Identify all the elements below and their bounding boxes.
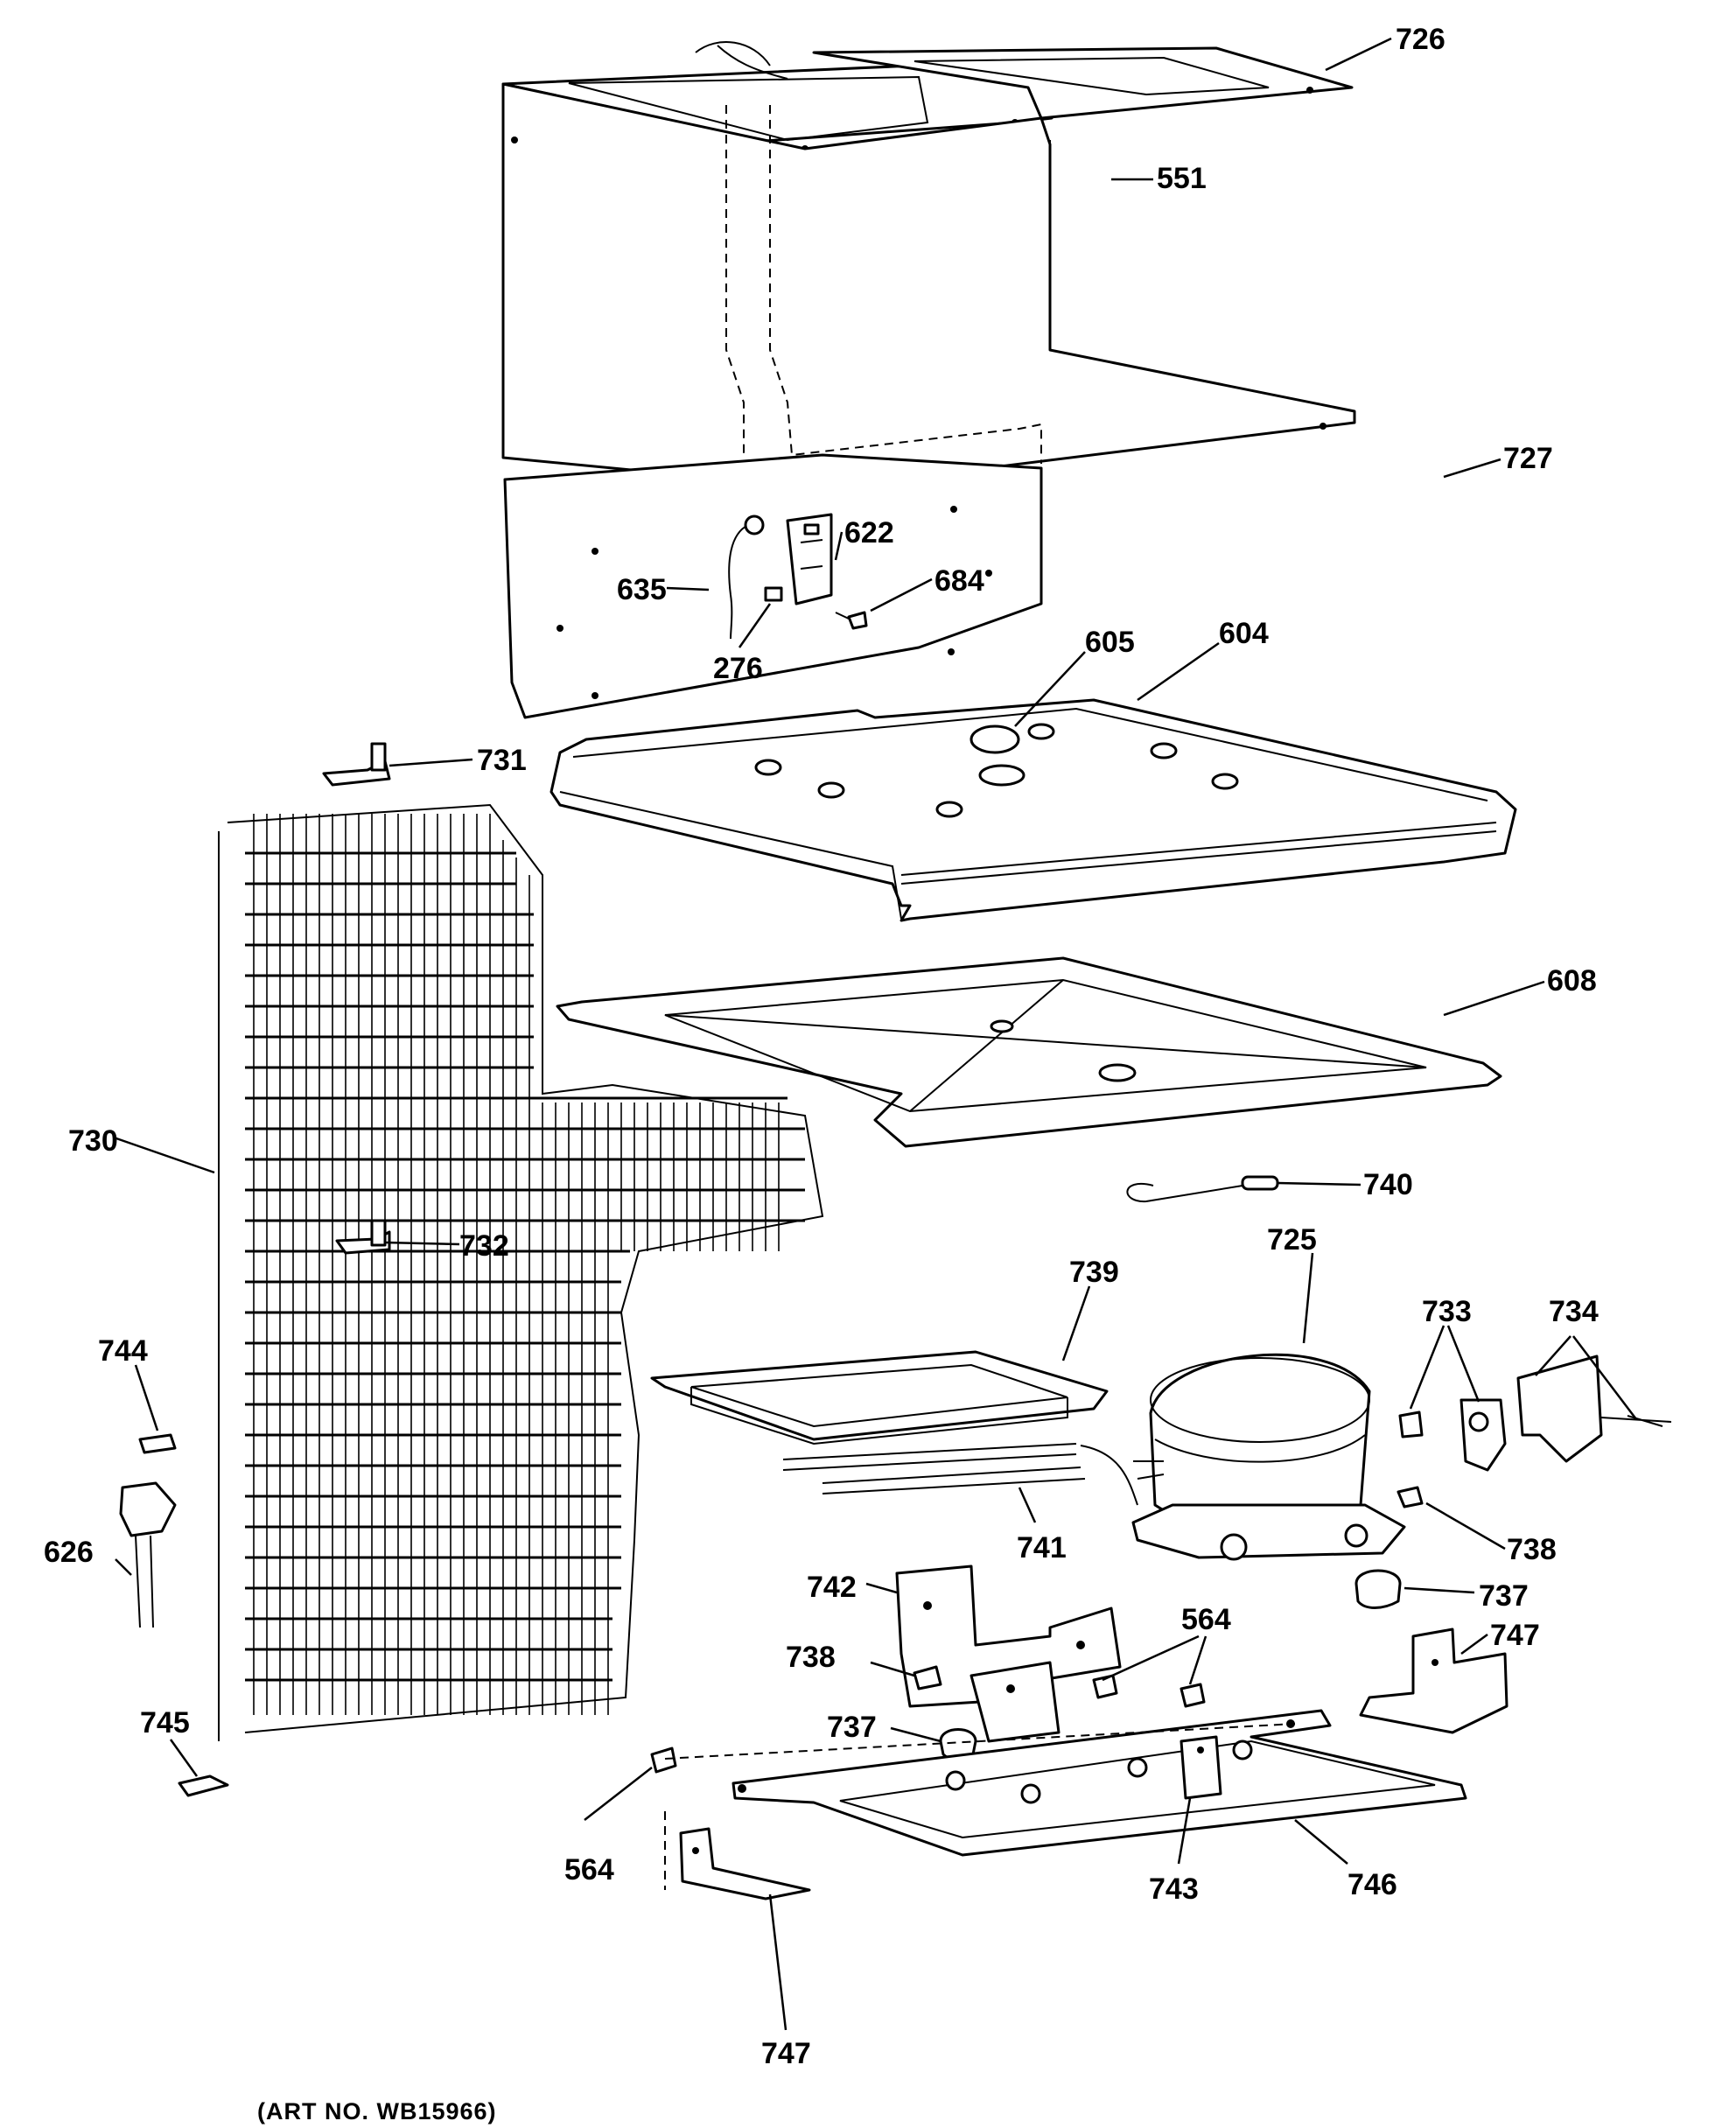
callout-608: 608 (1547, 964, 1597, 998)
part-635-sensor-cord (728, 514, 765, 640)
callout-564-lower: 564 (564, 1853, 614, 1886)
callout-738-upper: 738 (1507, 1533, 1557, 1566)
callout-684: 684 (934, 564, 984, 598)
callout-734: 734 (1549, 1295, 1599, 1328)
part-276-clip (764, 586, 783, 602)
part-733-relay (1398, 1398, 1507, 1472)
part-604-evaporator-shelf (550, 698, 1517, 922)
callout-737-lower: 737 (827, 1711, 877, 1744)
callout-747-lower: 747 (761, 2037, 811, 2070)
callout-276: 276 (713, 652, 763, 685)
callout-727: 727 (1503, 442, 1553, 475)
part-738-clip-lower (913, 1665, 942, 1690)
callout-731: 731 (477, 744, 527, 777)
back-panel (503, 453, 1043, 719)
callout-732: 732 (459, 1229, 509, 1263)
callout-604: 604 (1219, 617, 1269, 650)
part-734-cover (1516, 1354, 1672, 1463)
callout-745: 745 (140, 1706, 190, 1740)
callout-622: 622 (844, 516, 894, 550)
callout-743: 743 (1149, 1872, 1199, 1906)
callout-738-lower: 738 (786, 1641, 836, 1674)
part-739-drain-pan (650, 1350, 1109, 1446)
part-626-power-cord (119, 1481, 177, 1628)
callout-742: 742 (807, 1571, 857, 1604)
part-747-bracket-right (1359, 1628, 1508, 1734)
callout-564-upper: 564 (1181, 1603, 1231, 1636)
part-725-compressor (1131, 1353, 1406, 1561)
part-731-clip (322, 742, 391, 787)
callout-747-upper: 747 (1490, 1619, 1540, 1652)
part-746-base-pan (664, 1709, 1467, 1857)
part-747-bracket-left (664, 1811, 811, 1900)
condenser-wire-grid (253, 814, 780, 1715)
part-622-bracket (786, 513, 833, 606)
art-number: (ART NO. WB15966) (257, 2098, 497, 2124)
callout-744: 744 (98, 1334, 148, 1368)
callout-551: 551 (1157, 162, 1207, 195)
condenser-coil-rows (245, 851, 805, 1682)
callout-739: 739 (1069, 1256, 1119, 1289)
callout-746: 746 (1348, 1868, 1397, 1901)
part-564-screw-lower (650, 1746, 677, 1774)
callout-605: 605 (1085, 626, 1135, 659)
part-732-clip (335, 1219, 391, 1255)
part-740-sensor (1126, 1175, 1279, 1203)
part-684-screw (835, 611, 868, 630)
callout-737-upper: 737 (1479, 1579, 1529, 1613)
callout-726: 726 (1396, 23, 1446, 56)
part-726-top-cover (501, 41, 1354, 152)
part-737-grommet-upper (1354, 1569, 1402, 1609)
part-745-clip (178, 1774, 229, 1797)
part-743-bracket (1180, 1735, 1222, 1800)
callout-626: 626 (44, 1536, 94, 1569)
part-608-drip-tray (556, 956, 1502, 1148)
part-564-screws-upper (1092, 1674, 1206, 1708)
part-742-bracket (895, 1564, 1122, 1743)
part-744-clip (138, 1433, 177, 1454)
callout-725: 725 (1267, 1223, 1317, 1256)
leader-lines (113, 37, 1637, 2031)
part-738-clip-upper (1396, 1486, 1424, 1508)
callout-740: 740 (1363, 1168, 1413, 1201)
part-741-heater-tube (782, 1443, 1138, 1506)
cabinet-liner-box (501, 82, 1356, 490)
callout-741: 741 (1017, 1531, 1067, 1564)
callout-733: 733 (1422, 1295, 1472, 1328)
part-730-condenser (218, 803, 824, 1741)
callout-730: 730 (68, 1124, 118, 1158)
callout-635: 635 (617, 573, 667, 606)
callout-labels: 726 551 727 622 684 635 276 605 604 731 … (44, 23, 1599, 2070)
